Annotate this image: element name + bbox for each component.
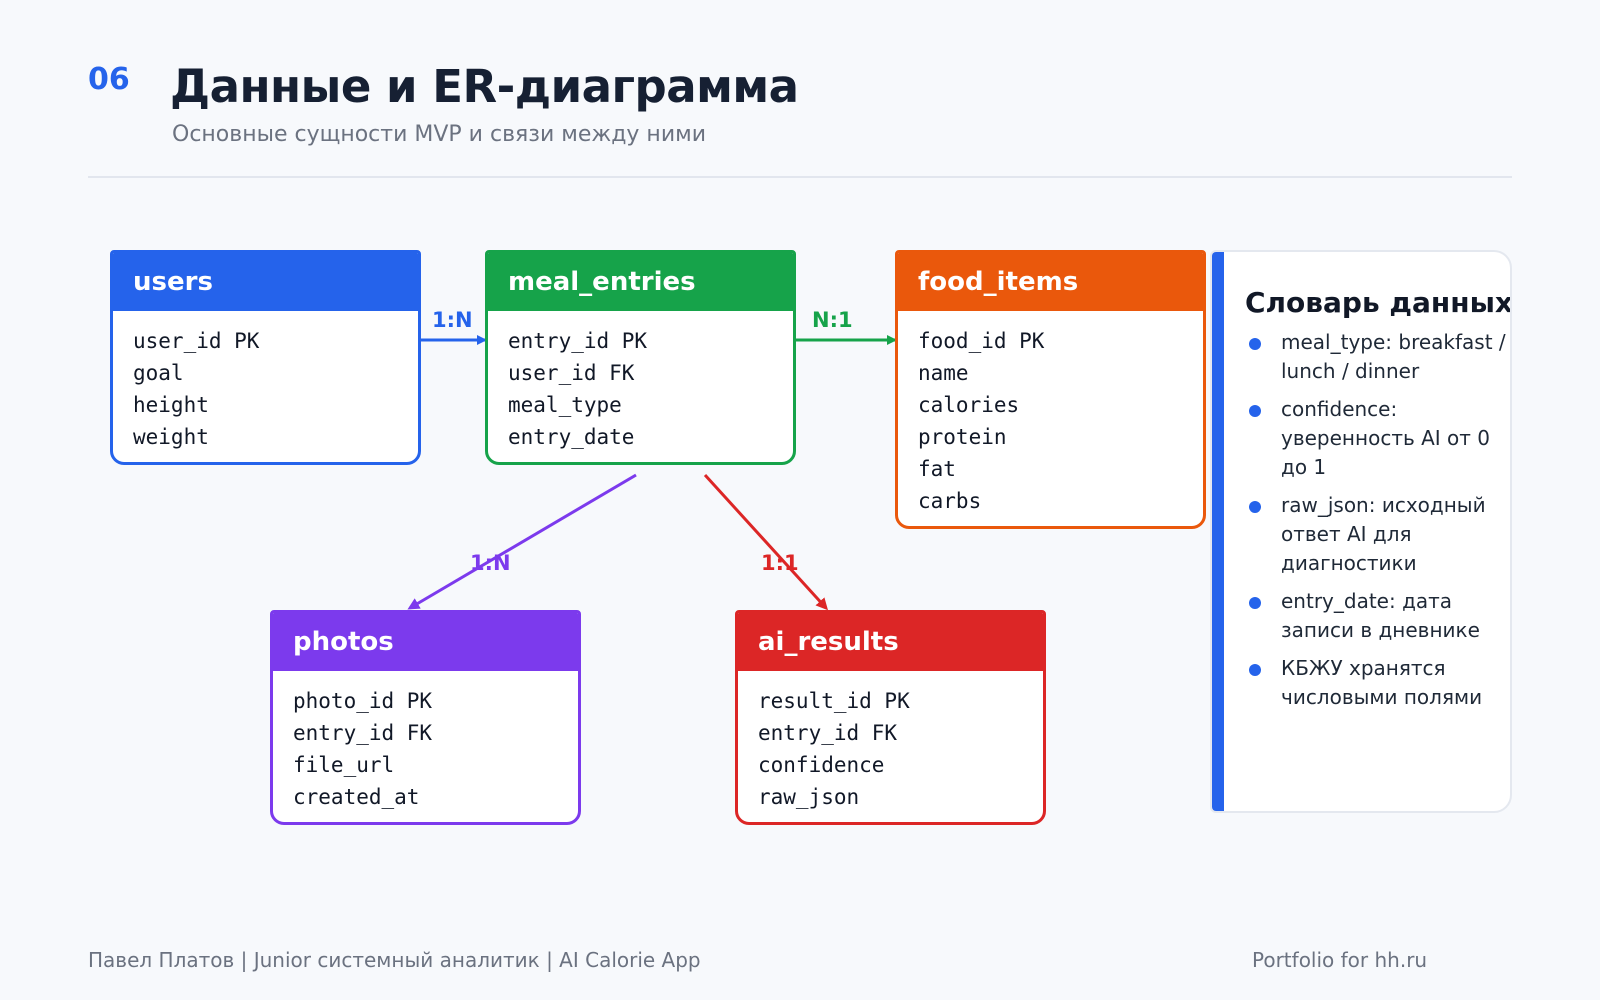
dictionary-accent-bar (1212, 252, 1224, 811)
list-item: КБЖУ хранятся числовыми полями (1245, 654, 1510, 712)
entity-field: food_id PK (918, 329, 1045, 353)
dictionary-item-text: confidence: уверенность AI от 0 до 1 (1281, 397, 1491, 479)
dictionary-item-text: raw_json: исходный ответ AI для диагност… (1281, 493, 1486, 575)
entity-photos-fields: photo_id PK entry_id FK file_url created… (273, 671, 578, 813)
list-item: entry_date: дата записи в дневнике (1245, 587, 1510, 645)
entity-field: weight (133, 425, 209, 449)
list-item: confidence: уверенность AI от 0 до 1 (1245, 395, 1510, 482)
footer-author: Павел Платов | Junior системный аналитик… (88, 948, 701, 972)
entity-food-items-fields: food_id PK name calories protein fat car… (898, 311, 1203, 517)
entity-food-items: food_items food_id PK name calories prot… (895, 250, 1206, 529)
dictionary-item-text: entry_date: дата записи в дневнике (1281, 589, 1480, 642)
entity-food-items-name: food_items (898, 253, 1203, 311)
relation-label-meal-entries-food-items: N:1 (812, 308, 853, 332)
entity-field: result_id PK (758, 689, 910, 713)
entity-meal-entries-fields: entry_id PK user_id FK meal_type entry_d… (488, 311, 793, 453)
entity-field: user_id PK (133, 329, 260, 353)
entity-field: protein (918, 425, 1007, 449)
page-title: Данные и ER-диаграмма (170, 60, 799, 113)
entity-users: users user_id PK goal height weight (110, 250, 421, 465)
entity-users-fields: user_id PK goal height weight (113, 311, 418, 453)
entity-photos: photos photo_id PK entry_id FK file_url … (270, 610, 581, 825)
entity-field: fat (918, 457, 956, 481)
entity-field: entry_id FK (293, 721, 433, 745)
entity-field: file_url (293, 753, 395, 777)
relation-label-meal-entries-ai-results: 1:1 (761, 551, 799, 575)
header-divider (88, 176, 1512, 178)
bullet-icon (1249, 405, 1261, 417)
entity-field: entry_id PK (508, 329, 648, 353)
entity-field: height (133, 393, 209, 417)
entity-field: name (918, 361, 969, 385)
relation-label-users-meal-entries: 1:N (432, 308, 473, 332)
entity-field: carbs (918, 489, 982, 513)
entity-photos-name: photos (273, 613, 578, 671)
dictionary-list: meal_type: breakfast / lunch / dinner co… (1245, 328, 1510, 721)
relation-label-meal-entries-photos: 1:N (470, 551, 511, 575)
list-item: meal_type: breakfast / lunch / dinner (1245, 328, 1510, 386)
bullet-icon (1249, 501, 1261, 513)
relation-line-meal-entries-photos (407, 473, 637, 610)
entity-ai-results-name: ai_results (738, 613, 1043, 671)
dictionary-item-text: meal_type: breakfast / lunch / dinner (1281, 330, 1506, 383)
entity-users-name: users (113, 253, 418, 311)
relation-line-meal-entries-ai-results (703, 473, 829, 611)
dictionary-title: Словарь данных (1245, 286, 1512, 319)
bullet-icon (1249, 338, 1261, 350)
page-subtitle: Основные сущности MVP и связи между ними (172, 122, 707, 147)
entity-meal-entries: meal_entries entry_id PK user_id FK meal… (485, 250, 796, 465)
data-dictionary-card: Словарь данных meal_type: breakfast / lu… (1210, 250, 1512, 813)
entity-meal-entries-name: meal_entries (488, 253, 793, 311)
slide-number: 06 (88, 62, 130, 97)
entity-field: meal_type (508, 393, 622, 417)
list-item: raw_json: исходный ответ AI для диагност… (1245, 491, 1510, 578)
entity-field: calories (918, 393, 1020, 417)
entity-field: confidence (758, 753, 885, 777)
entity-field: entry_date (508, 425, 635, 449)
entity-field: photo_id PK (293, 689, 433, 713)
bullet-icon (1249, 597, 1261, 609)
entity-field: entry_id FK (758, 721, 898, 745)
entity-ai-results: ai_results result_id PK entry_id FK conf… (735, 610, 1046, 825)
bullet-icon (1249, 664, 1261, 676)
footer-portfolio: Portfolio for hh.ru (1252, 948, 1428, 972)
entity-field: goal (133, 361, 184, 385)
entity-field: user_id FK (508, 361, 635, 385)
entity-ai-results-fields: result_id PK entry_id FK confidence raw_… (738, 671, 1043, 813)
entity-field: created_at (293, 785, 420, 809)
entity-field: raw_json (758, 785, 860, 809)
dictionary-item-text: КБЖУ хранятся числовыми полями (1281, 656, 1483, 709)
